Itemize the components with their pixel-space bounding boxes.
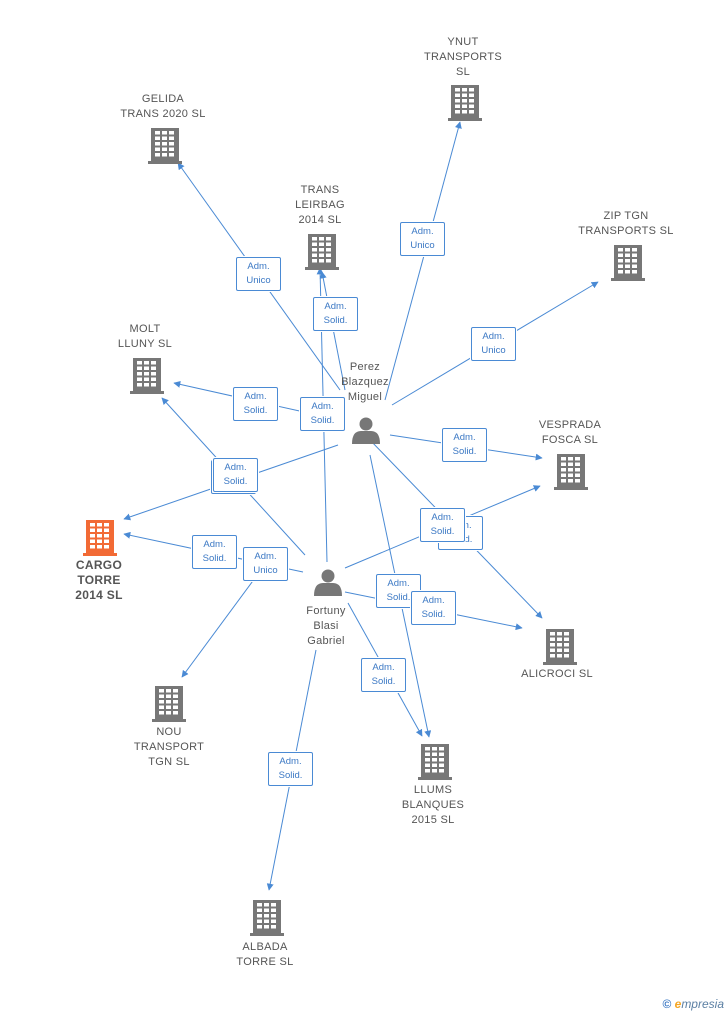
node-label-vespra[interactable]: VESPRADA FOSCA SL xyxy=(538,419,602,446)
brand-initial: e xyxy=(674,997,682,1011)
edge-fortuny-nou xyxy=(181,577,256,678)
node-label-nou[interactable]: NOU TRANSPORT TGN SL xyxy=(133,726,205,768)
brand-name: mpresia xyxy=(681,997,724,1011)
building-icon[interactable] xyxy=(130,358,164,394)
edge-label-fortuny-leirbag[interactable]: Adm. Solid. xyxy=(300,397,345,431)
building-icon[interactable] xyxy=(152,686,186,722)
edge-label-perez-ynut[interactable]: Adm. Unico xyxy=(400,222,445,256)
node-label-fortuny[interactable]: Fortuny Blasi Gabriel xyxy=(306,605,346,647)
building-icon[interactable] xyxy=(418,744,452,780)
edge-label-perez-gelida[interactable]: Adm. Unico xyxy=(236,257,281,291)
edge-label-fortuny-vespra[interactable]: Adm. Solid. xyxy=(420,508,465,542)
building-icon[interactable] xyxy=(83,520,117,556)
copyright-symbol: © xyxy=(662,997,672,1011)
empresia-watermark[interactable]: © empresia xyxy=(662,997,724,1011)
building-icon[interactable] xyxy=(611,245,645,281)
edge-label-perez-vespra[interactable]: Adm. Solid. xyxy=(442,428,487,462)
node-label-ynut[interactable]: YNUT TRANSPORTS SL xyxy=(424,36,502,78)
edge-label-fortuny-albada[interactable]: Adm. Solid. xyxy=(268,752,313,786)
building-icon[interactable] xyxy=(250,900,284,936)
node-label-alicroci[interactable]: ALICROCI SL xyxy=(521,668,593,680)
building-icon[interactable] xyxy=(554,454,588,490)
node-label-zip[interactable]: ZIP TGN TRANSPORTS SL xyxy=(578,210,674,237)
building-icon[interactable] xyxy=(305,234,339,270)
person-icon[interactable] xyxy=(314,569,342,597)
edge-label-fortuny-molt[interactable]: Adm. Solid. xyxy=(213,458,258,492)
node-label-llums[interactable]: LLUMS BLANQUES 2015 SL xyxy=(401,784,465,826)
edge-label-fortuny-nou[interactable]: Adm. Unico xyxy=(243,547,288,581)
person-icon[interactable] xyxy=(352,417,380,445)
node-label-perez[interactable]: Perez Blazquez Miguel xyxy=(341,361,389,403)
edge-label-fortuny-llums[interactable]: Adm. Solid. xyxy=(361,658,406,692)
building-icon[interactable] xyxy=(448,85,482,121)
building-icon[interactable] xyxy=(543,629,577,665)
node-label-molt[interactable]: MOLT LLUNY SL xyxy=(117,323,173,350)
node-label-cargo[interactable]: CARGO TORRE 2014 SL xyxy=(75,558,123,602)
edge-label-fortuny-alicroci[interactable]: Adm. Solid. xyxy=(411,591,456,625)
edge-label-perez-zip[interactable]: Adm. Unico xyxy=(471,327,516,361)
edge-perez-ynut xyxy=(384,121,462,401)
edge-label-perez-leirbag[interactable]: Adm. Solid. xyxy=(313,297,358,331)
node-label-leirbag[interactable]: TRANS LEIRBAG 2014 SL xyxy=(295,184,345,226)
edge-label-perez-molt[interactable]: Adm. Solid. xyxy=(233,387,278,421)
edge-label-fortuny-cargo[interactable]: Adm. Solid. xyxy=(192,535,237,569)
node-label-gelida[interactable]: GELIDA TRANS 2020 SL xyxy=(120,93,206,120)
building-icon[interactable] xyxy=(148,128,182,164)
node-label-albada[interactable]: ALBADA TORRE SL xyxy=(236,941,294,968)
edge-perez-leirbag xyxy=(319,271,346,391)
